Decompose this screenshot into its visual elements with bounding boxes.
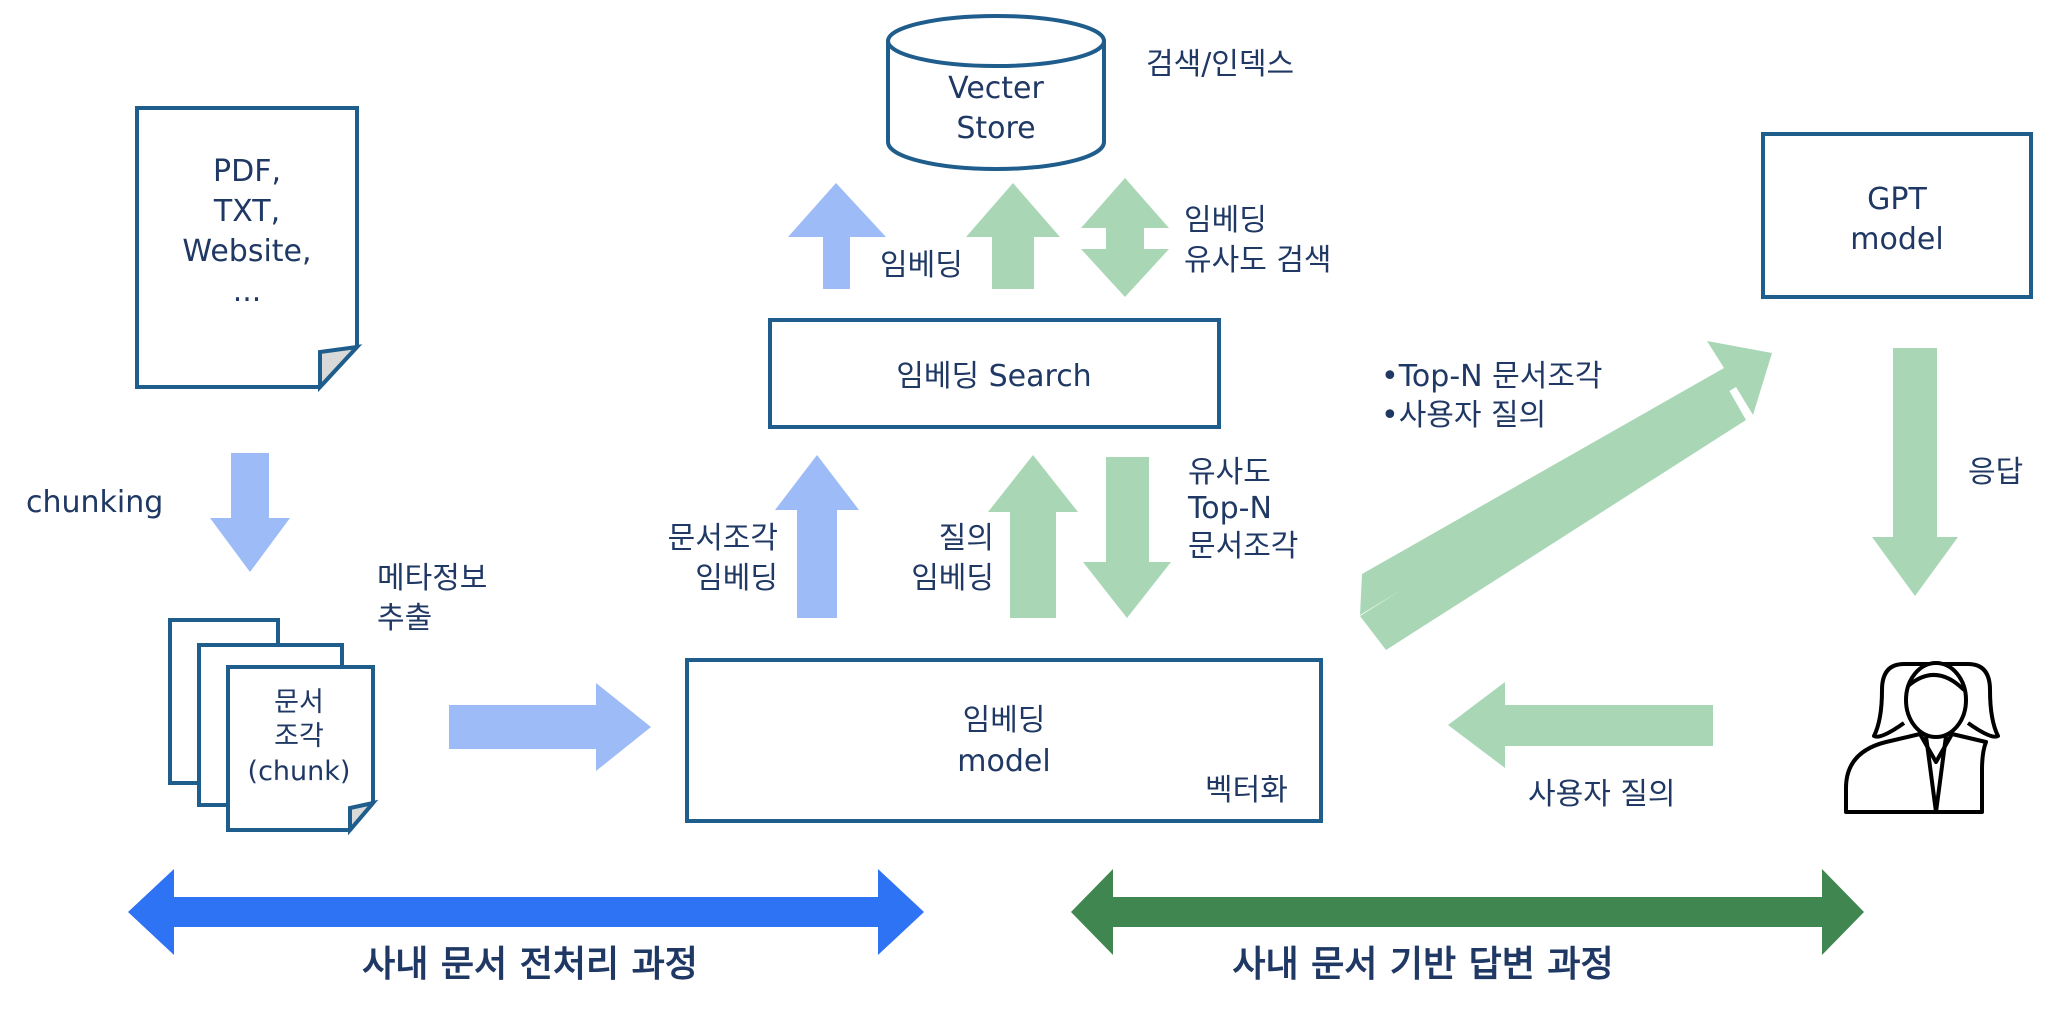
embedding-up-arrow-blue [788, 183, 886, 289]
chunk-doc-line1: 문서 [274, 687, 324, 718]
answer-process-label: 사내 문서 기반 답변 과정 [1232, 944, 1613, 985]
gpt-model-line1: GPT [1867, 182, 1927, 217]
user-person-icon [1844, 661, 2000, 814]
gpt-input-bullet-1: •Top-N 문서조각 [1381, 359, 1603, 394]
metadata-label-line1: 메타정보 [377, 561, 487, 596]
chunking-label: chunking [26, 485, 163, 520]
embedding-model-box [685, 658, 1323, 823]
preprocess-process-label: 사내 문서 전처리 과정 [362, 944, 698, 985]
topn-line2: Top-N [1187, 491, 1272, 526]
chunking-down-arrow [210, 453, 290, 572]
doc-embed-line2: 임베딩 [695, 561, 778, 596]
metadata-label-line2: 추출 [377, 601, 432, 636]
source-doc-line1: PDF, [213, 154, 281, 189]
vector-store-line2: Store [956, 111, 1035, 146]
query-embed-line1: 질의 [939, 521, 994, 556]
doc-embedding-up-arrow [775, 455, 859, 618]
source-doc-line4: ... [233, 274, 262, 309]
vector-store-line1: Vecter [948, 71, 1044, 106]
topn-line1: 유사도 [1188, 455, 1271, 490]
similarity-label-line2: 유사도 검색 [1184, 243, 1332, 278]
embedding-model-line2: model [957, 744, 1050, 779]
embedding-model-line1: 임베딩 [963, 703, 1046, 738]
chunk-doc-line3: (chunk) [248, 756, 351, 787]
similarity-label-line1: 임베딩 [1184, 203, 1267, 238]
embedding-model-corner-label: 벡터화 [1205, 773, 1288, 808]
similarity-bidirectional-arrow [1081, 178, 1169, 297]
chunk-documents-icon [168, 618, 379, 836]
source-document-icon [135, 106, 363, 393]
doc-embed-line1: 문서조각 [668, 521, 778, 556]
response-down-arrow [1872, 348, 1958, 596]
top-embedding-label: 임베딩 [880, 248, 963, 283]
model-to-gpt-diagonal-arrow [1360, 341, 1772, 615]
chunk-to-model-arrow [449, 683, 651, 771]
embedding-search-label: 임베딩 Search [896, 359, 1091, 394]
embedding-up-arrow-green [966, 183, 1060, 289]
source-doc-line3: Website, [182, 234, 311, 269]
response-label: 응답 [1968, 455, 2023, 490]
preprocess-bidirectional-bar [128, 869, 924, 955]
user-query-left-arrow [1448, 682, 1713, 768]
source-doc-line2: TXT, [213, 194, 280, 229]
gpt-model-line2: model [1850, 222, 1943, 257]
query-embed-line2: 임베딩 [911, 561, 994, 596]
embedding-search-box [768, 318, 1221, 429]
chunk-doc-line2: 조각 [274, 721, 324, 752]
user-query-label: 사용자 질의 [1528, 777, 1676, 812]
topn-line3: 문서조각 [1188, 529, 1298, 564]
model-to-gpt-diagonal-arrow-body [1360, 385, 1746, 650]
answer-bidirectional-bar [1071, 869, 1864, 955]
vector-store-cylinder-icon [886, 14, 1106, 171]
vector-store-caption: 검색/인덱스 [1146, 47, 1294, 82]
query-embedding-up-arrow [988, 455, 1078, 618]
gpt-input-bullet-2: •사용자 질의 [1381, 398, 1546, 433]
gpt-model-box [1761, 132, 2033, 299]
topn-down-arrow [1083, 457, 1171, 618]
